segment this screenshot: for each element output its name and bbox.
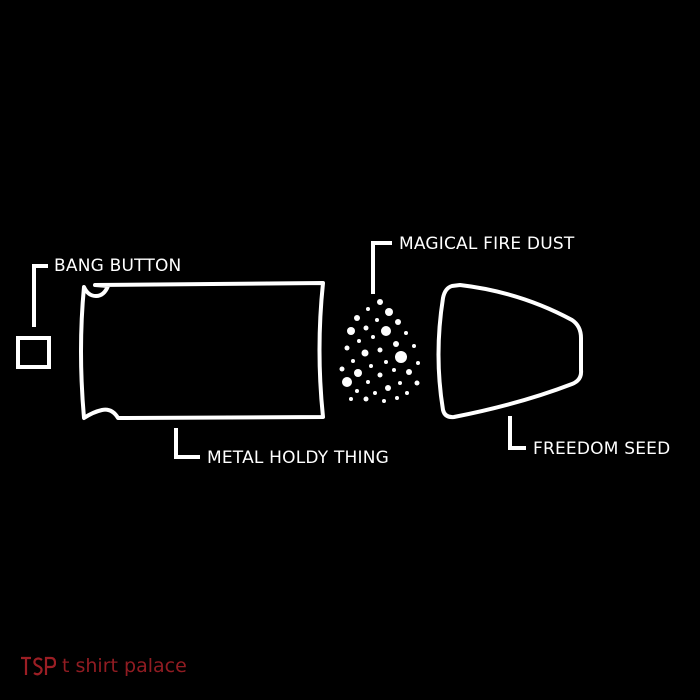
freedom-seed-leader xyxy=(508,416,526,450)
tsp-logo-icon xyxy=(21,656,56,676)
bang-button-leader xyxy=(32,264,48,327)
bang-button-label: BANG BUTTON xyxy=(54,256,182,276)
metal-casing-shape xyxy=(79,281,325,420)
freedom-seed-label: FREEDOM SEED xyxy=(533,439,671,459)
fire-dust-leader xyxy=(371,241,392,294)
metal-holdy-thing-label: METAL HOLDY THING xyxy=(207,448,390,468)
metal-casing-leader xyxy=(174,428,200,459)
watermark: t shirt palace xyxy=(20,654,187,678)
watermark-text: t shirt palace xyxy=(62,654,187,677)
magical-fire-dust-label: MAGICAL FIRE DUST xyxy=(399,234,575,254)
bang-button-square xyxy=(16,336,51,369)
freedom-seed-shape xyxy=(436,283,584,420)
fire-dust-particles xyxy=(339,299,420,403)
